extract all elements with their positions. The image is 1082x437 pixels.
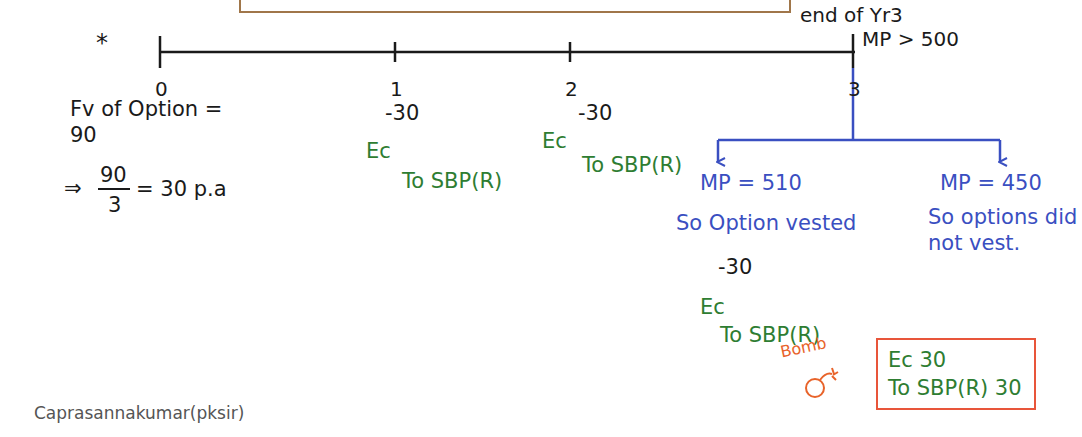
note-text: To SBP(R)	[582, 152, 682, 178]
note-text: 1	[390, 76, 403, 102]
note-text: *	[96, 30, 108, 56]
tick	[159, 36, 162, 68]
tick	[852, 34, 855, 68]
bomb-doodle	[806, 368, 838, 397]
note-text: To SBP(R)	[402, 168, 502, 194]
note-text: Ec	[700, 294, 725, 320]
branch-arrow	[717, 140, 720, 162]
note-text: end of Yr3	[800, 2, 903, 28]
note-text: So options did not vest.	[928, 204, 1078, 256]
note-text: MP > 500	[862, 26, 959, 52]
note-text: Ec	[366, 138, 391, 164]
note-text: -30	[385, 100, 419, 126]
note-text: -30	[718, 254, 752, 280]
journal-box: Ec 30To SBP(R) 30	[876, 338, 1036, 410]
note-text: 3	[108, 192, 121, 218]
branch-arrow	[999, 140, 1002, 162]
note-text: -30	[578, 100, 612, 126]
note-text: Fv of Option = 90	[70, 96, 230, 148]
note-text: So Option vested	[676, 210, 856, 236]
cut-off-box	[240, 0, 790, 12]
timeline	[160, 51, 855, 54]
fraction-bar	[98, 188, 130, 190]
note-text: 3	[848, 76, 861, 102]
branch-line	[718, 68, 1000, 140]
entry-text: Ec 30	[888, 346, 1022, 374]
tick	[394, 42, 397, 62]
note-text: = 30 p.a	[136, 176, 227, 202]
tick	[569, 42, 572, 62]
note-text: 2	[565, 76, 578, 102]
note-text: MP = 450	[940, 170, 1042, 196]
entry-text: To SBP(R) 30	[888, 374, 1022, 402]
note-text: Caprasannakumar(pksir)	[34, 400, 244, 426]
note-text: ⇒	[64, 175, 82, 201]
note-text: Ec	[542, 128, 567, 154]
note-text: MP = 510	[700, 170, 802, 196]
note-text: 90	[100, 162, 127, 188]
